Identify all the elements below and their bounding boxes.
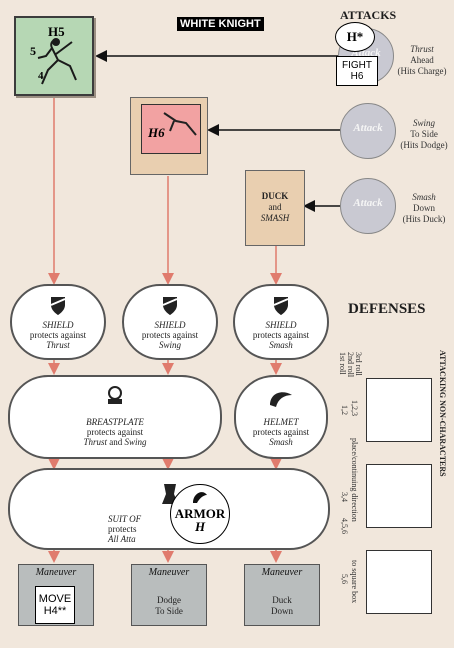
- roll-label-to-square: to square box: [350, 560, 359, 604]
- title-label: WHITE KNIGHT: [177, 17, 264, 31]
- move-counter-line2: H4**: [43, 605, 67, 617]
- maneuver-3-title: Maneuver: [261, 567, 303, 578]
- breastplate-swing: Swing: [124, 437, 147, 447]
- breastplate-thrust: Thrust: [83, 437, 107, 447]
- fight-counter[interactable]: FIGHT H6: [336, 56, 378, 86]
- roll-box-1[interactable]: [366, 378, 432, 442]
- roll-label-third: 3rd roll: [354, 352, 363, 376]
- attack-smash-circle[interactable]: Attack: [340, 178, 396, 234]
- suit-name: SUIT OF: [108, 514, 142, 524]
- knight-5-label: 5: [30, 44, 36, 58]
- duck-smash-line1: DUCK: [261, 191, 289, 201]
- breastplate-oval[interactable]: BREASTPLATE protects against Thrust and …: [8, 375, 222, 459]
- breastplate-name: BREASTPLATE: [86, 417, 144, 427]
- breastplate-icon: [108, 386, 122, 404]
- breastplate-line1: protects against: [86, 427, 144, 437]
- roll-label-12: 1,2: [340, 405, 349, 415]
- defenses-heading: DEFENSES: [348, 301, 426, 317]
- attacking-noncharacters-heading: ATTACKING NON-CHARACTERS: [438, 350, 447, 477]
- maneuver-3[interactable]: Maneuver Duck Down: [244, 564, 320, 626]
- shield-swing-line2: Swing: [158, 340, 181, 350]
- move-counter-line1: MOVE: [38, 593, 72, 605]
- shield-icon: [162, 297, 178, 315]
- knight-figure-icon: [37, 38, 77, 85]
- shield-thrust-line2: Thrust: [46, 340, 70, 350]
- roll-box-2[interactable]: [366, 464, 432, 528]
- shield-swing[interactable]: SHIELD protects against Swing: [122, 284, 218, 360]
- roll-box-3[interactable]: [366, 550, 432, 614]
- armor-counter-line2: H: [194, 519, 206, 534]
- maneuver-3-line1: Duck: [272, 595, 292, 605]
- swing-tan-box: H6: [130, 97, 208, 175]
- move-counter[interactable]: MOVE H4**: [35, 586, 75, 624]
- shield-thrust[interactable]: SHIELD protects against Thrust: [10, 284, 106, 360]
- shield-smash-line1: protects against: [252, 330, 310, 340]
- helmet-icon: [193, 492, 207, 503]
- helmet-line2: Smash: [269, 437, 293, 447]
- roll-label-56: 5,6: [340, 574, 349, 584]
- roll-label-second: 2nd roll: [346, 352, 355, 378]
- armor-counter-line1: ARMOR: [174, 506, 226, 521]
- maneuver-3-line2: Down: [271, 606, 293, 616]
- helmet-name: HELMET: [263, 417, 299, 427]
- helmet-line1: protects against: [252, 427, 310, 437]
- roll-label-34: 3,4: [340, 492, 349, 502]
- shield-smash-line2: Smash: [269, 340, 293, 350]
- knight-h5-label: H5: [48, 24, 65, 39]
- shield-icon: [273, 297, 289, 315]
- armor-counter[interactable]: ARMOR H: [170, 484, 230, 544]
- shield-smash-name: SHIELD: [265, 320, 297, 330]
- maneuver-2[interactable]: Maneuver Dodge To Side: [131, 564, 207, 626]
- attacks-heading: ATTACKS: [340, 8, 397, 22]
- duck-smash-box: DUCK and SMASH: [245, 170, 305, 246]
- roll-label-first: 1st roll: [338, 352, 347, 375]
- sword-arm-icon: [163, 112, 197, 136]
- attack-smash-label: Attack: [353, 197, 383, 209]
- shield-icon: [50, 297, 66, 315]
- shield-smash[interactable]: SHIELD protects against Smash: [233, 284, 329, 360]
- helmet-oval[interactable]: HELMET protects against Smash: [234, 375, 328, 459]
- duck-smash-line2: and: [268, 202, 282, 212]
- h6-counter[interactable]: H6: [141, 104, 201, 154]
- shield-swing-name: SHIELD: [154, 320, 186, 330]
- shield-thrust-name: SHIELD: [42, 320, 74, 330]
- attack-swing-circle[interactable]: Attack: [340, 103, 396, 159]
- knight-4-label: 4: [38, 70, 44, 82]
- maneuver-2-line2: To Side: [155, 606, 183, 616]
- maneuver-2-line1: Dodge: [157, 595, 181, 605]
- suit-of-armor-oval[interactable]: SUIT OF protects All Atta: [8, 468, 330, 550]
- knight-counter[interactable]: H5 5 4: [14, 16, 94, 96]
- helmet-icon: [270, 392, 292, 407]
- shield-thrust-line1: protects against: [29, 330, 87, 340]
- h6-counter-label: H6: [148, 125, 165, 140]
- roll-label-123: 1,2,3: [350, 400, 359, 416]
- roll-label-place: place/continuing direction: [350, 438, 359, 522]
- suit-line1: protects: [108, 524, 137, 534]
- duck-smash-line3: SMASH: [260, 213, 290, 223]
- breastplate-and: and: [109, 437, 123, 447]
- h-star-counter[interactable]: H*: [335, 22, 375, 52]
- suit-line2: All Atta: [108, 534, 136, 544]
- shield-swing-line1: protects against: [141, 330, 199, 340]
- maneuver-2-title: Maneuver: [148, 567, 190, 578]
- fight-counter-line2: H6: [350, 71, 364, 82]
- attack-swing-label: Attack: [353, 122, 383, 134]
- maneuver-1-title: Maneuver: [35, 567, 77, 578]
- fight-counter-line1: FIGHT: [342, 60, 372, 71]
- roll-label-456: 4,5,6: [340, 518, 349, 534]
